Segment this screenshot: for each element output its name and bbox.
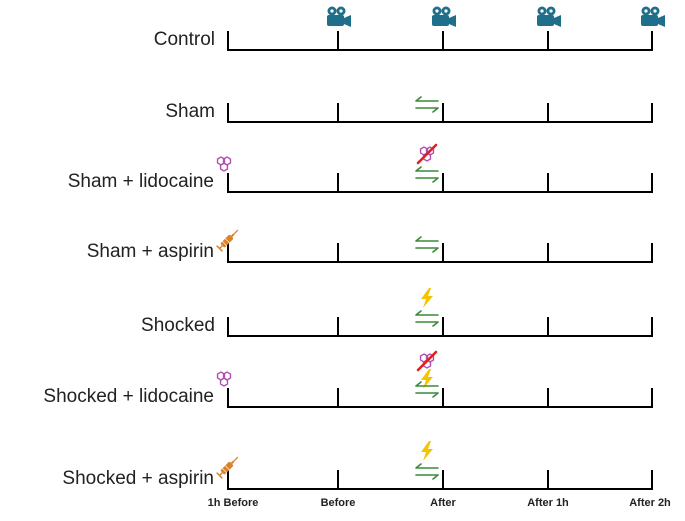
row-label: Sham + aspirin bbox=[86, 241, 214, 262]
video-camera-icon bbox=[537, 6, 561, 27]
molecule-icon bbox=[216, 371, 232, 387]
video-camera-icon bbox=[432, 6, 456, 27]
molecule-crossed-icon bbox=[416, 350, 438, 372]
row-label: Shocked + aspirin bbox=[62, 468, 214, 489]
timeline-row bbox=[227, 288, 653, 337]
row-label: Sham bbox=[165, 101, 215, 122]
syringe-icon bbox=[216, 456, 239, 479]
timepoint-label: 1h Before bbox=[207, 497, 259, 509]
video-camera-icon bbox=[641, 6, 665, 27]
lightning-icon bbox=[421, 288, 433, 308]
lightning-icon bbox=[421, 369, 433, 389]
timeline-row bbox=[216, 229, 653, 263]
molecule-icon bbox=[216, 156, 232, 172]
timepoint-label: After bbox=[430, 497, 456, 509]
row-label: Sham + lidocaine bbox=[67, 171, 214, 192]
timeline-row bbox=[216, 350, 653, 408]
row-label: Shocked bbox=[141, 315, 215, 336]
exchange-arrows-icon bbox=[415, 236, 439, 253]
video-camera-icon bbox=[327, 6, 351, 27]
exchange-arrows-icon bbox=[415, 381, 439, 398]
exchange-arrows-icon bbox=[415, 96, 439, 113]
timepoint-label: Before bbox=[320, 497, 356, 509]
exchange-arrows-icon bbox=[415, 166, 439, 183]
timeline-row bbox=[216, 441, 653, 490]
timepoint-label: After 2h bbox=[629, 497, 671, 509]
syringe-icon bbox=[216, 229, 239, 252]
timepoint-label: After 1h bbox=[527, 497, 569, 509]
exchange-arrows-icon bbox=[415, 310, 439, 327]
molecule-crossed-icon bbox=[416, 143, 438, 165]
row-label: Control bbox=[153, 29, 215, 50]
timeline-row bbox=[216, 143, 653, 193]
timeline-row bbox=[227, 6, 665, 51]
exchange-arrows-icon bbox=[415, 463, 439, 480]
timeline-row bbox=[227, 96, 653, 123]
row-label: Shocked + lidocaine bbox=[43, 386, 214, 407]
lightning-icon bbox=[421, 441, 433, 461]
